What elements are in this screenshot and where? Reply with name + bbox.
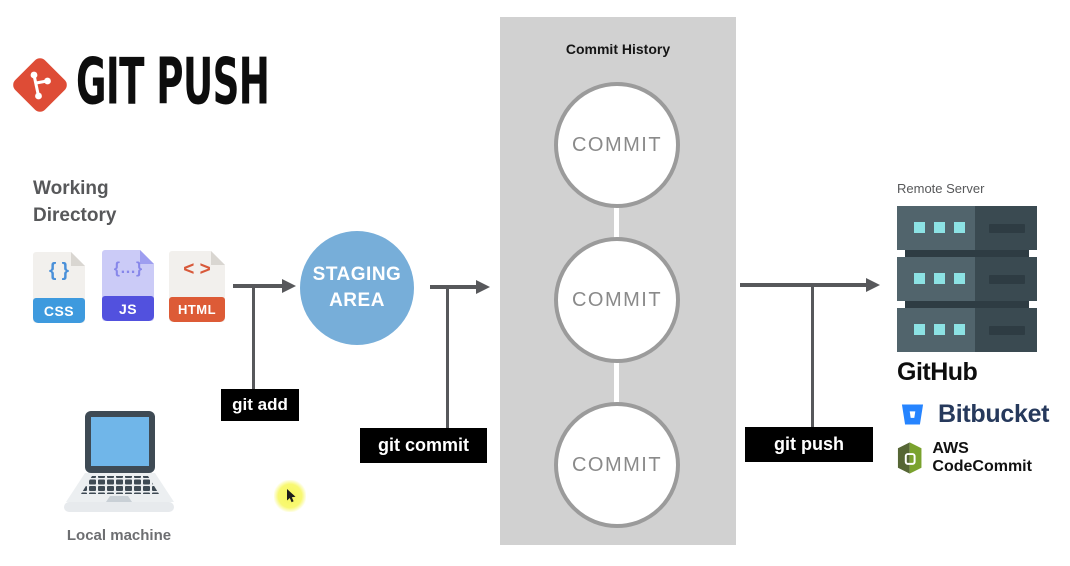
html-tags-glyph: < > <box>183 259 211 280</box>
js-braces-glyph: {…} <box>113 260 143 277</box>
mouse-cursor-highlight <box>274 480 306 512</box>
git-add-label: git add <box>221 389 299 421</box>
arrow-commit-stem <box>446 287 449 428</box>
aws-codecommit-label: AWS CodeCommit <box>932 440 1032 475</box>
server-rack-unit <box>897 257 1037 301</box>
arrow-add-stem <box>252 286 255 389</box>
staging-area: STAGING AREA <box>300 231 414 345</box>
arrow-add-head <box>282 279 296 293</box>
remote-server-label: Remote Server <box>897 181 985 196</box>
git-branch-icon <box>30 71 51 100</box>
working-directory-label: Working Directory <box>33 178 117 226</box>
page-title: GIT PUSH <box>76 43 270 120</box>
arrow-add-line <box>233 284 283 288</box>
server-icon <box>897 206 1037 352</box>
bitbucket-icon <box>901 403 924 425</box>
git-logo-icon <box>10 55 70 115</box>
commit-node: COMMIT <box>554 82 680 208</box>
html-file-label: HTML <box>169 297 225 322</box>
js-file-icon: {…} JS <box>102 250 154 321</box>
arrow-commit-line <box>430 285 477 289</box>
commit-connector <box>614 360 619 406</box>
commit-node: COMMIT <box>554 402 680 528</box>
git-push-label: git push <box>745 427 873 462</box>
server-rack-unit <box>897 206 1037 250</box>
arrow-push-line <box>740 283 867 287</box>
server-rack-unit <box>897 308 1037 352</box>
css-file-label: CSS <box>33 298 85 323</box>
arrow-commit-head <box>476 280 490 294</box>
arrow-push-stem <box>811 285 814 427</box>
arrow-push-head <box>866 278 880 292</box>
git-commit-label: git commit <box>360 428 487 463</box>
commit-history-panel: Commit History COMMIT COMMIT COMMIT <box>500 17 736 545</box>
commit-node: COMMIT <box>554 237 680 363</box>
commit-connector <box>614 205 619 243</box>
provider-github: GitHub <box>897 358 978 386</box>
provider-aws-codecommit: AWS CodeCommit <box>895 440 1070 476</box>
aws-codecommit-icon <box>897 442 922 474</box>
commit-history-title: Commit History <box>565 41 671 57</box>
js-file-label: JS <box>102 296 154 321</box>
bitbucket-label: Bitbucket <box>938 399 1050 428</box>
local-machine-label: Local machine <box>66 527 172 544</box>
provider-bitbucket: Bitbucket <box>899 398 1050 430</box>
css-braces-glyph: { } <box>48 260 70 281</box>
laptop-icon <box>64 411 174 512</box>
pointer-icon <box>287 489 296 503</box>
css-file-icon: { } CSS <box>33 252 85 323</box>
html-file-icon: < > HTML <box>169 251 225 322</box>
